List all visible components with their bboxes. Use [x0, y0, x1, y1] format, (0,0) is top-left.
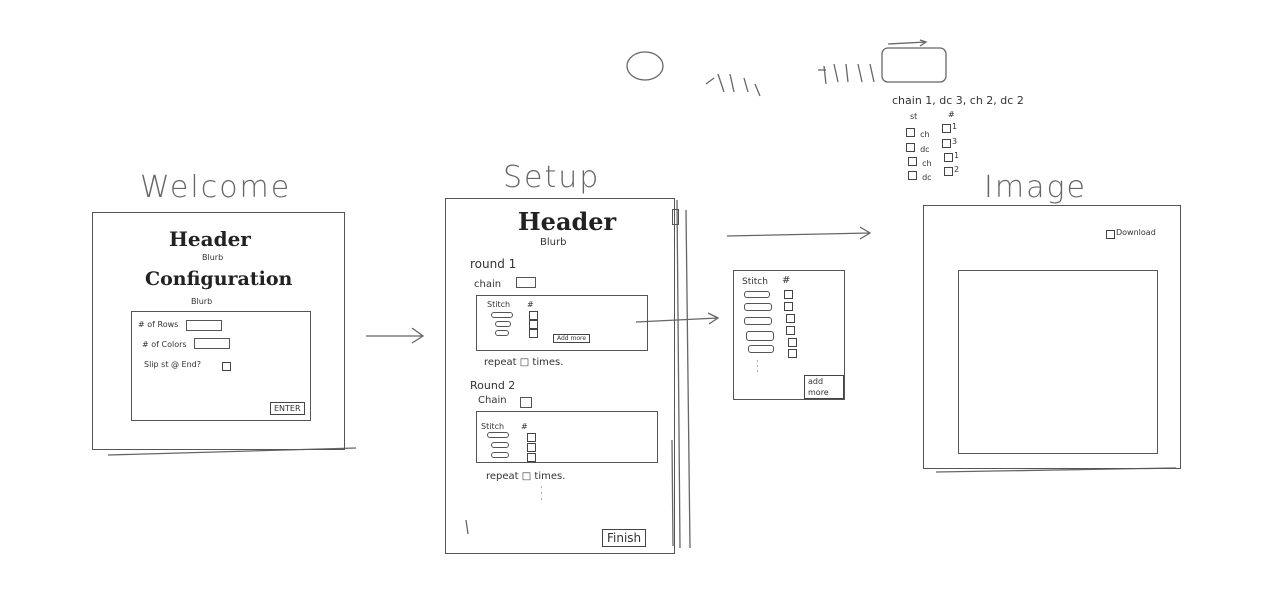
- notes-col-st: st: [910, 112, 918, 121]
- setup-header: Header: [518, 207, 617, 236]
- notes-col-num: #: [948, 110, 955, 119]
- pattern-text: chain 1, dc 3, ch 2, dc 2: [892, 94, 1024, 107]
- config-form: # of Rows # of Colors Slip st @ End? ENT…: [131, 311, 311, 421]
- round2-stitch-table: Stitch #: [476, 411, 658, 463]
- welcome-blurb-2: Blurb: [191, 297, 213, 306]
- stitch-select[interactable]: [491, 442, 509, 448]
- round2-repeat: repeat □ times.: [486, 471, 566, 482]
- stitch-select[interactable]: [495, 330, 509, 336]
- welcome-screen: Header Blurb Configuration Blurb # of Ro…: [92, 212, 345, 450]
- stitch-select[interactable]: [744, 291, 770, 298]
- download-link[interactable]: Download: [1116, 228, 1156, 237]
- arrow-setup-to-detail: [635, 312, 720, 325]
- count-input[interactable]: [529, 329, 538, 338]
- stitch-select[interactable]: [487, 432, 509, 438]
- welcome-title: Welcome: [140, 170, 292, 205]
- round2-stitch-header: Stitch: [481, 422, 505, 431]
- count-input[interactable]: [788, 349, 797, 358]
- colors-input[interactable]: [194, 338, 230, 349]
- count-input[interactable]: [529, 311, 538, 320]
- round1-repeat: repeat □ times.: [484, 357, 564, 368]
- round2-chain-label: Chain: [478, 395, 507, 406]
- image-title: Image: [984, 170, 1087, 205]
- stitch-select[interactable]: [744, 303, 772, 311]
- round1-stitch-header: Stitch: [487, 300, 511, 309]
- image-canvas: [958, 270, 1158, 454]
- count-input[interactable]: [527, 433, 536, 442]
- round2-label: Round 2: [470, 379, 516, 392]
- round2-num-header: #: [521, 422, 528, 431]
- round1-label: round 1: [470, 257, 517, 271]
- count-input[interactable]: [786, 326, 795, 335]
- notes-row: ch 1: [906, 122, 976, 141]
- count-input[interactable]: [786, 314, 795, 323]
- stitch-select[interactable]: [491, 312, 513, 318]
- stitch-detail-panel: Stitch # ··· add more: [733, 270, 845, 400]
- round1-num-header: #: [527, 300, 534, 309]
- slipst-label: Slip st @ End?: [144, 360, 201, 369]
- stitch-select[interactable]: [491, 452, 509, 458]
- stitch-select[interactable]: [746, 331, 774, 341]
- rows-input[interactable]: [186, 320, 222, 331]
- detail-stitch-header: Stitch: [742, 277, 768, 287]
- arrow-detail-to-image: [726, 226, 872, 240]
- stitch-select[interactable]: [748, 345, 774, 353]
- rows-label: # of Rows: [138, 320, 179, 329]
- count-input[interactable]: [527, 443, 536, 452]
- count-input[interactable]: [788, 338, 797, 347]
- welcome-header: Header: [169, 227, 251, 251]
- setup-screen: Header Blurb round 1 chain Stitch # Add …: [445, 198, 679, 554]
- round1-chain-input[interactable]: [516, 277, 536, 288]
- image-screen: Download: [923, 205, 1181, 469]
- continuation-dots: ···: [540, 483, 543, 504]
- stitch-select[interactable]: [744, 317, 772, 325]
- count-input[interactable]: [527, 453, 536, 462]
- colors-label: # of Colors: [142, 340, 187, 349]
- detail-continuation-dots: ···: [756, 357, 759, 376]
- count-input[interactable]: [529, 320, 538, 329]
- count-input[interactable]: [784, 302, 793, 311]
- notes-row: dc 3: [906, 137, 976, 156]
- setup-title: Setup: [503, 160, 601, 195]
- slipst-checkbox[interactable]: [222, 362, 231, 371]
- enter-button[interactable]: ENTER: [270, 402, 305, 415]
- setup-blurb: Blurb: [540, 237, 567, 248]
- setup-scrollbar[interactable]: [672, 209, 679, 225]
- finish-button[interactable]: Finish: [602, 529, 647, 547]
- welcome-blurb-1: Blurb: [202, 253, 224, 262]
- count-input[interactable]: [784, 290, 793, 299]
- detail-add-more-button[interactable]: add more: [804, 375, 844, 399]
- round1-add-more-button[interactable]: Add more: [553, 334, 591, 343]
- round1-chain-label: chain: [474, 279, 502, 290]
- notes-row: ch 1: [908, 151, 978, 170]
- round2-chain-input[interactable]: [520, 397, 532, 408]
- round1-stitch-table: Stitch # Add more: [476, 295, 648, 351]
- stitch-select[interactable]: [495, 321, 511, 327]
- arrow-welcome-to-setup: [366, 327, 425, 344]
- download-checkbox[interactable]: [1106, 230, 1115, 239]
- welcome-config-heading: Configuration: [145, 268, 293, 290]
- notes-row: dc 2: [908, 165, 978, 184]
- detail-num-header: #: [782, 275, 791, 286]
